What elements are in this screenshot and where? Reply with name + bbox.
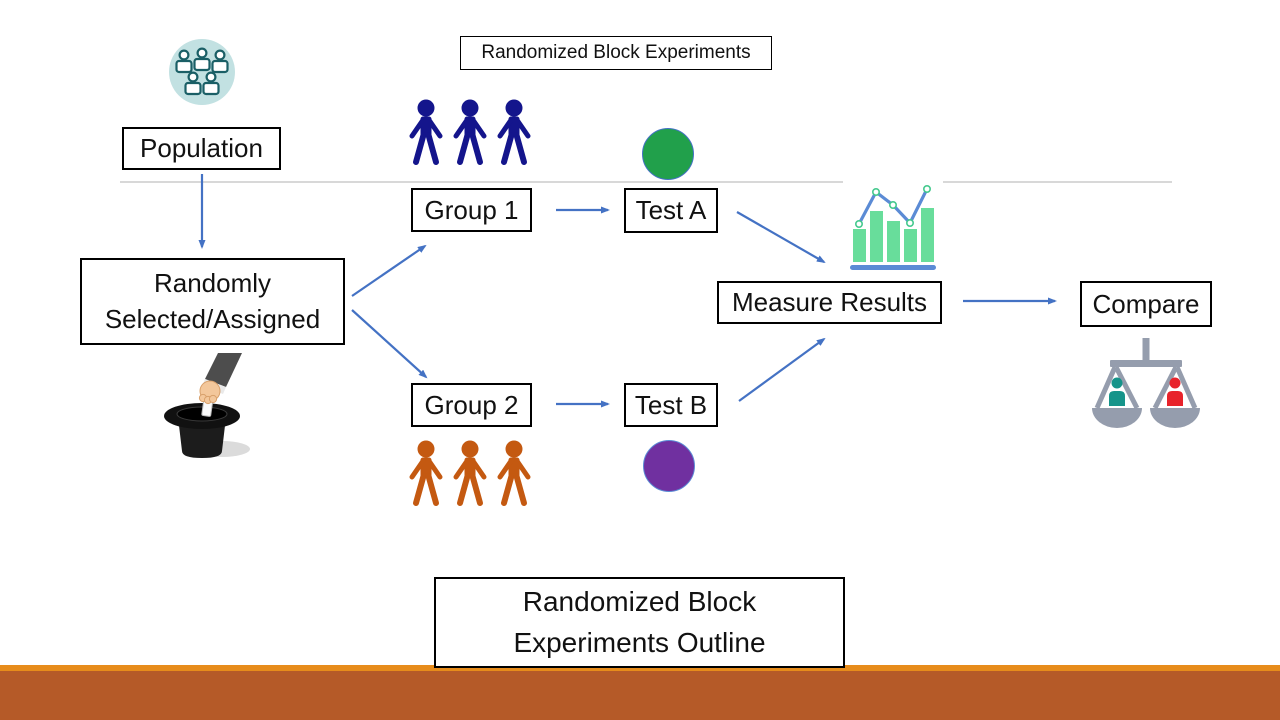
scale-person-teal: [1109, 377, 1125, 406]
testb-box: Test B: [624, 383, 718, 427]
measure-results-label: Measure Results: [731, 287, 928, 318]
population-box: Population: [122, 127, 281, 170]
footer-bar: [0, 671, 1280, 720]
population-people-icon: [169, 39, 235, 105]
group1-box: Group 1: [411, 188, 532, 232]
arrow-testa-to-measure: [736, 211, 826, 263]
arrow-randomly-to-group2: [351, 309, 428, 379]
group2-label: Group 2: [424, 389, 519, 420]
arrow-testb-to-measure: [738, 337, 826, 402]
outline-caption-line2: Experiments Outline: [513, 626, 766, 658]
population-label: Population: [140, 133, 263, 164]
outline-caption-box: Randomized Block Experiments Outline: [434, 577, 845, 668]
group1-label: Group 1: [424, 194, 519, 225]
orange-stick-figures-icon: [404, 440, 534, 508]
balance-scale-icon: [1092, 338, 1200, 428]
testa-label: Test A: [635, 195, 707, 226]
purple-circle-marker: [643, 440, 695, 492]
footer-accent-strip: [0, 665, 1280, 671]
slide-title: Randomized Block Experiments: [481, 42, 751, 64]
slide-title-box: Randomized Block Experiments: [460, 36, 772, 70]
bar-line-chart-icon: [843, 178, 943, 270]
compare-box: Compare: [1080, 281, 1212, 327]
outline-caption-line1: Randomized Block: [522, 585, 757, 617]
blue-stick-figures-icon: [404, 99, 534, 167]
randomly-box: Randomly Selected/Assigned: [80, 258, 345, 345]
arrow-randomly-to-group1: [351, 244, 427, 297]
randomly-line1: Randomly: [153, 268, 272, 299]
group2-box: Group 2: [411, 383, 532, 427]
testb-label: Test B: [634, 389, 708, 420]
randomly-line2: Selected/Assigned: [104, 303, 321, 334]
magician-hat-draw-icon: [164, 353, 250, 458]
compare-label: Compare: [1092, 288, 1200, 319]
green-circle-marker: [642, 128, 694, 180]
scale-person-red: [1167, 377, 1183, 406]
measure-results-box: Measure Results: [717, 281, 942, 324]
testa-box: Test A: [624, 188, 718, 233]
